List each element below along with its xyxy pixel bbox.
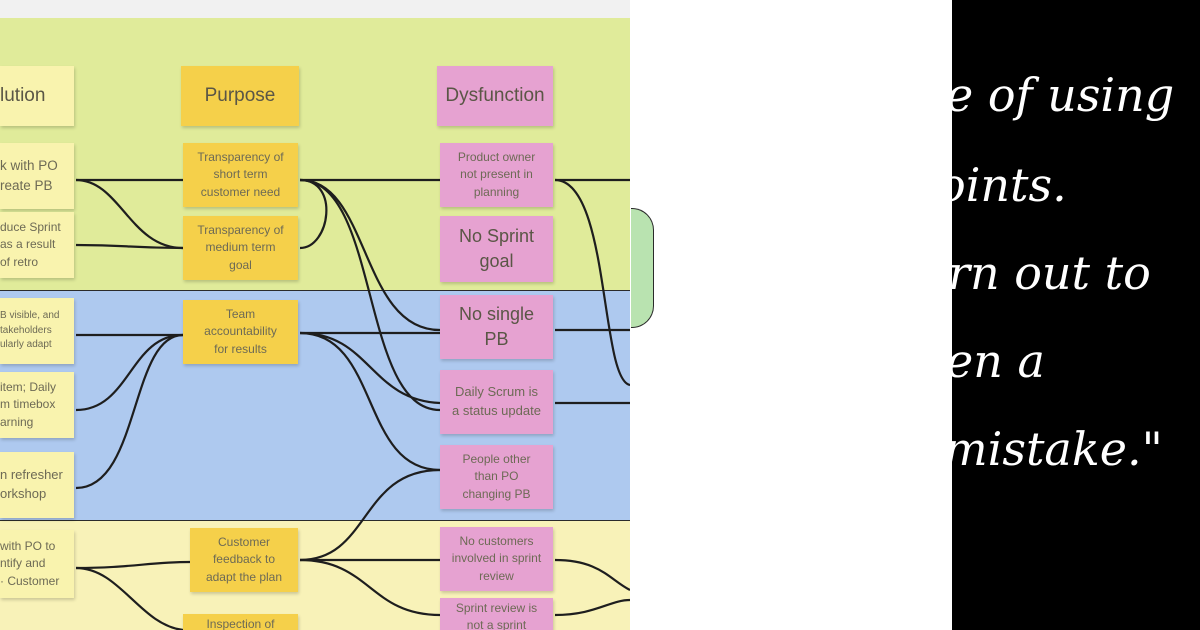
solution-note[interactable]: with PO to ntify and · Customer	[0, 530, 74, 598]
sticky-note-board: lution Purpose Dysfunction k with PO rea…	[0, 0, 630, 630]
solution-note[interactable]: k with PO reate PB	[0, 143, 74, 209]
column-header-solution[interactable]: lution	[0, 66, 74, 126]
dysfunction-note[interactable]: No Sprint goal	[440, 216, 553, 282]
connector-line	[299, 331, 441, 472]
dysfunction-note[interactable]: Product owner not present in planning	[440, 143, 553, 207]
solution-note[interactable]: n refresher orkshop	[0, 452, 74, 518]
purpose-note[interactable]: Inspection of	[183, 614, 298, 630]
solution-note[interactable]: duce Sprint as a result of retro	[0, 212, 74, 278]
quote-panel: e of using oints. rn out to en a mistake…	[952, 0, 1200, 630]
column-header-dysfunction[interactable]: Dysfunction	[437, 66, 553, 126]
dysfunction-note[interactable]: No customers involved in sprint review	[440, 527, 553, 591]
solution-note[interactable]: B visible, and takeholders ularly adapt	[0, 298, 74, 364]
purpose-note[interactable]: Transparency of short term customer need	[183, 143, 298, 207]
connector-line	[75, 178, 184, 250]
connector-lines	[75, 178, 630, 630]
connector-line	[75, 560, 191, 570]
connector-line	[299, 558, 441, 617]
connector-line	[554, 598, 630, 617]
connector-line	[75, 566, 184, 630]
purpose-note[interactable]: Customer feedback to adapt the plan	[190, 528, 298, 592]
purpose-note[interactable]: Transparency of medium term goal	[183, 216, 298, 280]
connector-line	[75, 333, 184, 412]
dysfunction-note[interactable]: Sprint review is not a sprint	[440, 598, 553, 630]
connector-line	[554, 558, 630, 591]
quote-line: oints.	[952, 158, 1067, 212]
quote-line: en a	[952, 334, 1045, 388]
connector-line	[554, 178, 630, 387]
quote-line: rn out to	[952, 246, 1151, 300]
solution-note[interactable]: item; Daily m timebox arning	[0, 372, 74, 438]
connector-line	[299, 178, 328, 250]
dysfunction-note[interactable]: People other than PO changing PB	[440, 445, 553, 509]
connector-line	[299, 178, 441, 332]
dysfunction-note[interactable]: Daily Scrum is a status update	[440, 370, 553, 434]
quote-line: mistake."	[952, 422, 1163, 476]
dysfunction-note[interactable]: No single PB	[440, 295, 553, 359]
connector-line	[75, 243, 184, 250]
column-header-purpose[interactable]: Purpose	[181, 66, 299, 126]
green-shape-edge	[631, 208, 654, 328]
quote-line: e of using	[952, 68, 1175, 122]
connector-line	[299, 468, 441, 562]
purpose-note[interactable]: Team accountability for results	[183, 300, 298, 364]
connector-line	[299, 331, 441, 405]
connector-line	[75, 333, 184, 490]
connector-line	[299, 178, 441, 412]
